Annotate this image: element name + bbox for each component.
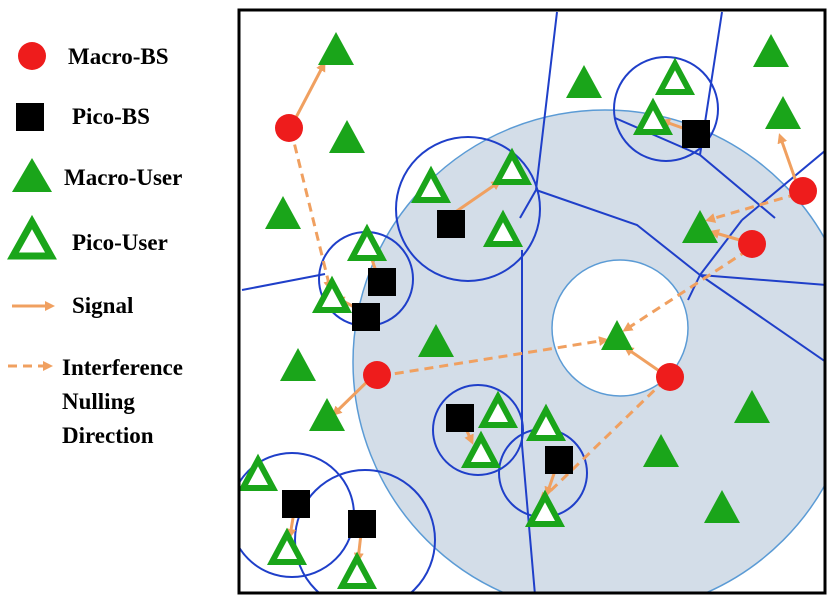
black-square-icon — [16, 103, 44, 131]
legend-label-interference-line1: Interference — [62, 355, 183, 380]
pico-users — [239, 57, 696, 589]
filled-green-triangle-icon — [682, 210, 718, 243]
filled-green-triangle-icon — [601, 320, 633, 350]
filled-green-triangle-icon — [566, 65, 602, 98]
hollow-green-triangle-icon — [311, 275, 353, 313]
filled-green-triangle-icon — [643, 434, 679, 467]
black-square-icon — [282, 490, 310, 518]
filled-green-triangle-icon — [765, 96, 801, 129]
black-square-icon — [348, 510, 376, 538]
legend-item-pico-bs: Pico-BS — [16, 103, 150, 131]
macro-users — [265, 32, 801, 523]
hollow-green-triangle-icon — [632, 97, 674, 135]
hollow-green-triangle-icon — [239, 453, 279, 491]
black-square-icon — [368, 268, 396, 296]
coverage-area — [239, 11, 825, 593]
filled-green-triangle-icon — [329, 120, 365, 153]
pico-cell-boundary — [294, 469, 436, 593]
legend-label-pico-user: Pico-User — [72, 230, 168, 255]
filled-green-triangle-icon — [753, 34, 789, 67]
interference-arrow — [289, 129, 334, 291]
cell-boundary-line — [241, 273, 326, 291]
black-square-icon — [545, 446, 573, 474]
interference-arrow — [379, 336, 609, 378]
red-circle-icon — [18, 42, 46, 70]
diagram-frame — [237, 8, 827, 595]
filled-green-triangle-icon — [418, 324, 454, 357]
legend-label-signal: Signal — [72, 293, 133, 318]
filled-green-triangle-icon — [265, 196, 301, 229]
legend: Macro-BS Pico-BS Macro-User Pico-User Si… — [7, 42, 183, 448]
filled-green-triangle-icon — [734, 390, 770, 423]
hollow-green-triangle-icon — [491, 147, 533, 185]
red-circle-icon — [363, 361, 391, 389]
legend-item-interference: Interference Nulling Direction — [8, 355, 183, 448]
filled-green-triangle-icon — [280, 348, 316, 381]
interference-arrows — [289, 129, 798, 503]
legend-item-signal: Signal — [12, 293, 133, 318]
interference-arrow — [622, 248, 749, 332]
red-circle-icon — [275, 114, 303, 142]
cell-boundary-line — [521, 250, 536, 593]
pico-cell-boundary — [432, 384, 524, 476]
legend-item-macro-bs: Macro-BS — [18, 42, 169, 70]
legend-label-pico-bs: Pico-BS — [72, 104, 150, 129]
hollow-green-triangle-icon — [524, 489, 566, 527]
black-square-icon — [437, 210, 465, 238]
pico-cell-boundary — [613, 56, 719, 162]
hollow-green-triangle-icon — [410, 165, 452, 203]
filled-green-triangle-icon — [12, 158, 52, 192]
hollow-green-triangle-icon — [477, 390, 519, 428]
hollow-green-triangle-icon — [654, 57, 696, 95]
cell-boundary-line — [699, 274, 825, 363]
legend-label-interference-line3: Direction — [62, 423, 154, 448]
hollow-green-triangle-icon — [346, 223, 388, 261]
cell-boundaries — [241, 11, 825, 593]
hollow-green-triangle-icon — [525, 403, 567, 441]
cell-boundary-line — [687, 274, 701, 301]
filled-green-triangle-icon — [309, 398, 345, 431]
interference-arrow — [538, 378, 667, 503]
black-square-icon — [446, 404, 474, 432]
legend-item-macro-user: Macro-User — [12, 158, 182, 192]
legend-item-pico-user: Pico-User — [7, 214, 168, 260]
legend-label-macro-bs: Macro-BS — [68, 44, 169, 69]
red-circle-icon — [656, 363, 684, 391]
cell-boundary-line — [535, 189, 701, 276]
black-square-icon — [352, 303, 380, 331]
red-circle-icon — [738, 230, 766, 258]
pico-cell-boundary — [395, 136, 541, 282]
black-square-icon — [682, 120, 710, 148]
cell-boundary-line — [699, 274, 825, 286]
hollow-green-triangle-icon — [7, 214, 57, 260]
cell-boundary-line — [699, 219, 743, 276]
macro-base-stations — [275, 114, 817, 391]
legend-label-macro-user: Macro-User — [64, 165, 182, 190]
hollow-green-triangle-icon — [266, 527, 308, 565]
red-circle-icon — [789, 177, 817, 205]
filled-green-triangle-icon — [704, 490, 740, 523]
hollow-green-triangle-icon — [336, 551, 378, 589]
pico-base-stations — [282, 120, 710, 538]
hollow-green-triangle-icon — [482, 209, 524, 247]
filled-green-triangle-icon — [318, 32, 354, 65]
hollow-green-triangle-icon — [460, 430, 502, 468]
legend-label-interference-line2: Nulling — [62, 389, 135, 414]
signal-arrow — [453, 180, 502, 215]
interference-arrow — [705, 192, 798, 223]
cell-boundary-line — [741, 149, 825, 221]
